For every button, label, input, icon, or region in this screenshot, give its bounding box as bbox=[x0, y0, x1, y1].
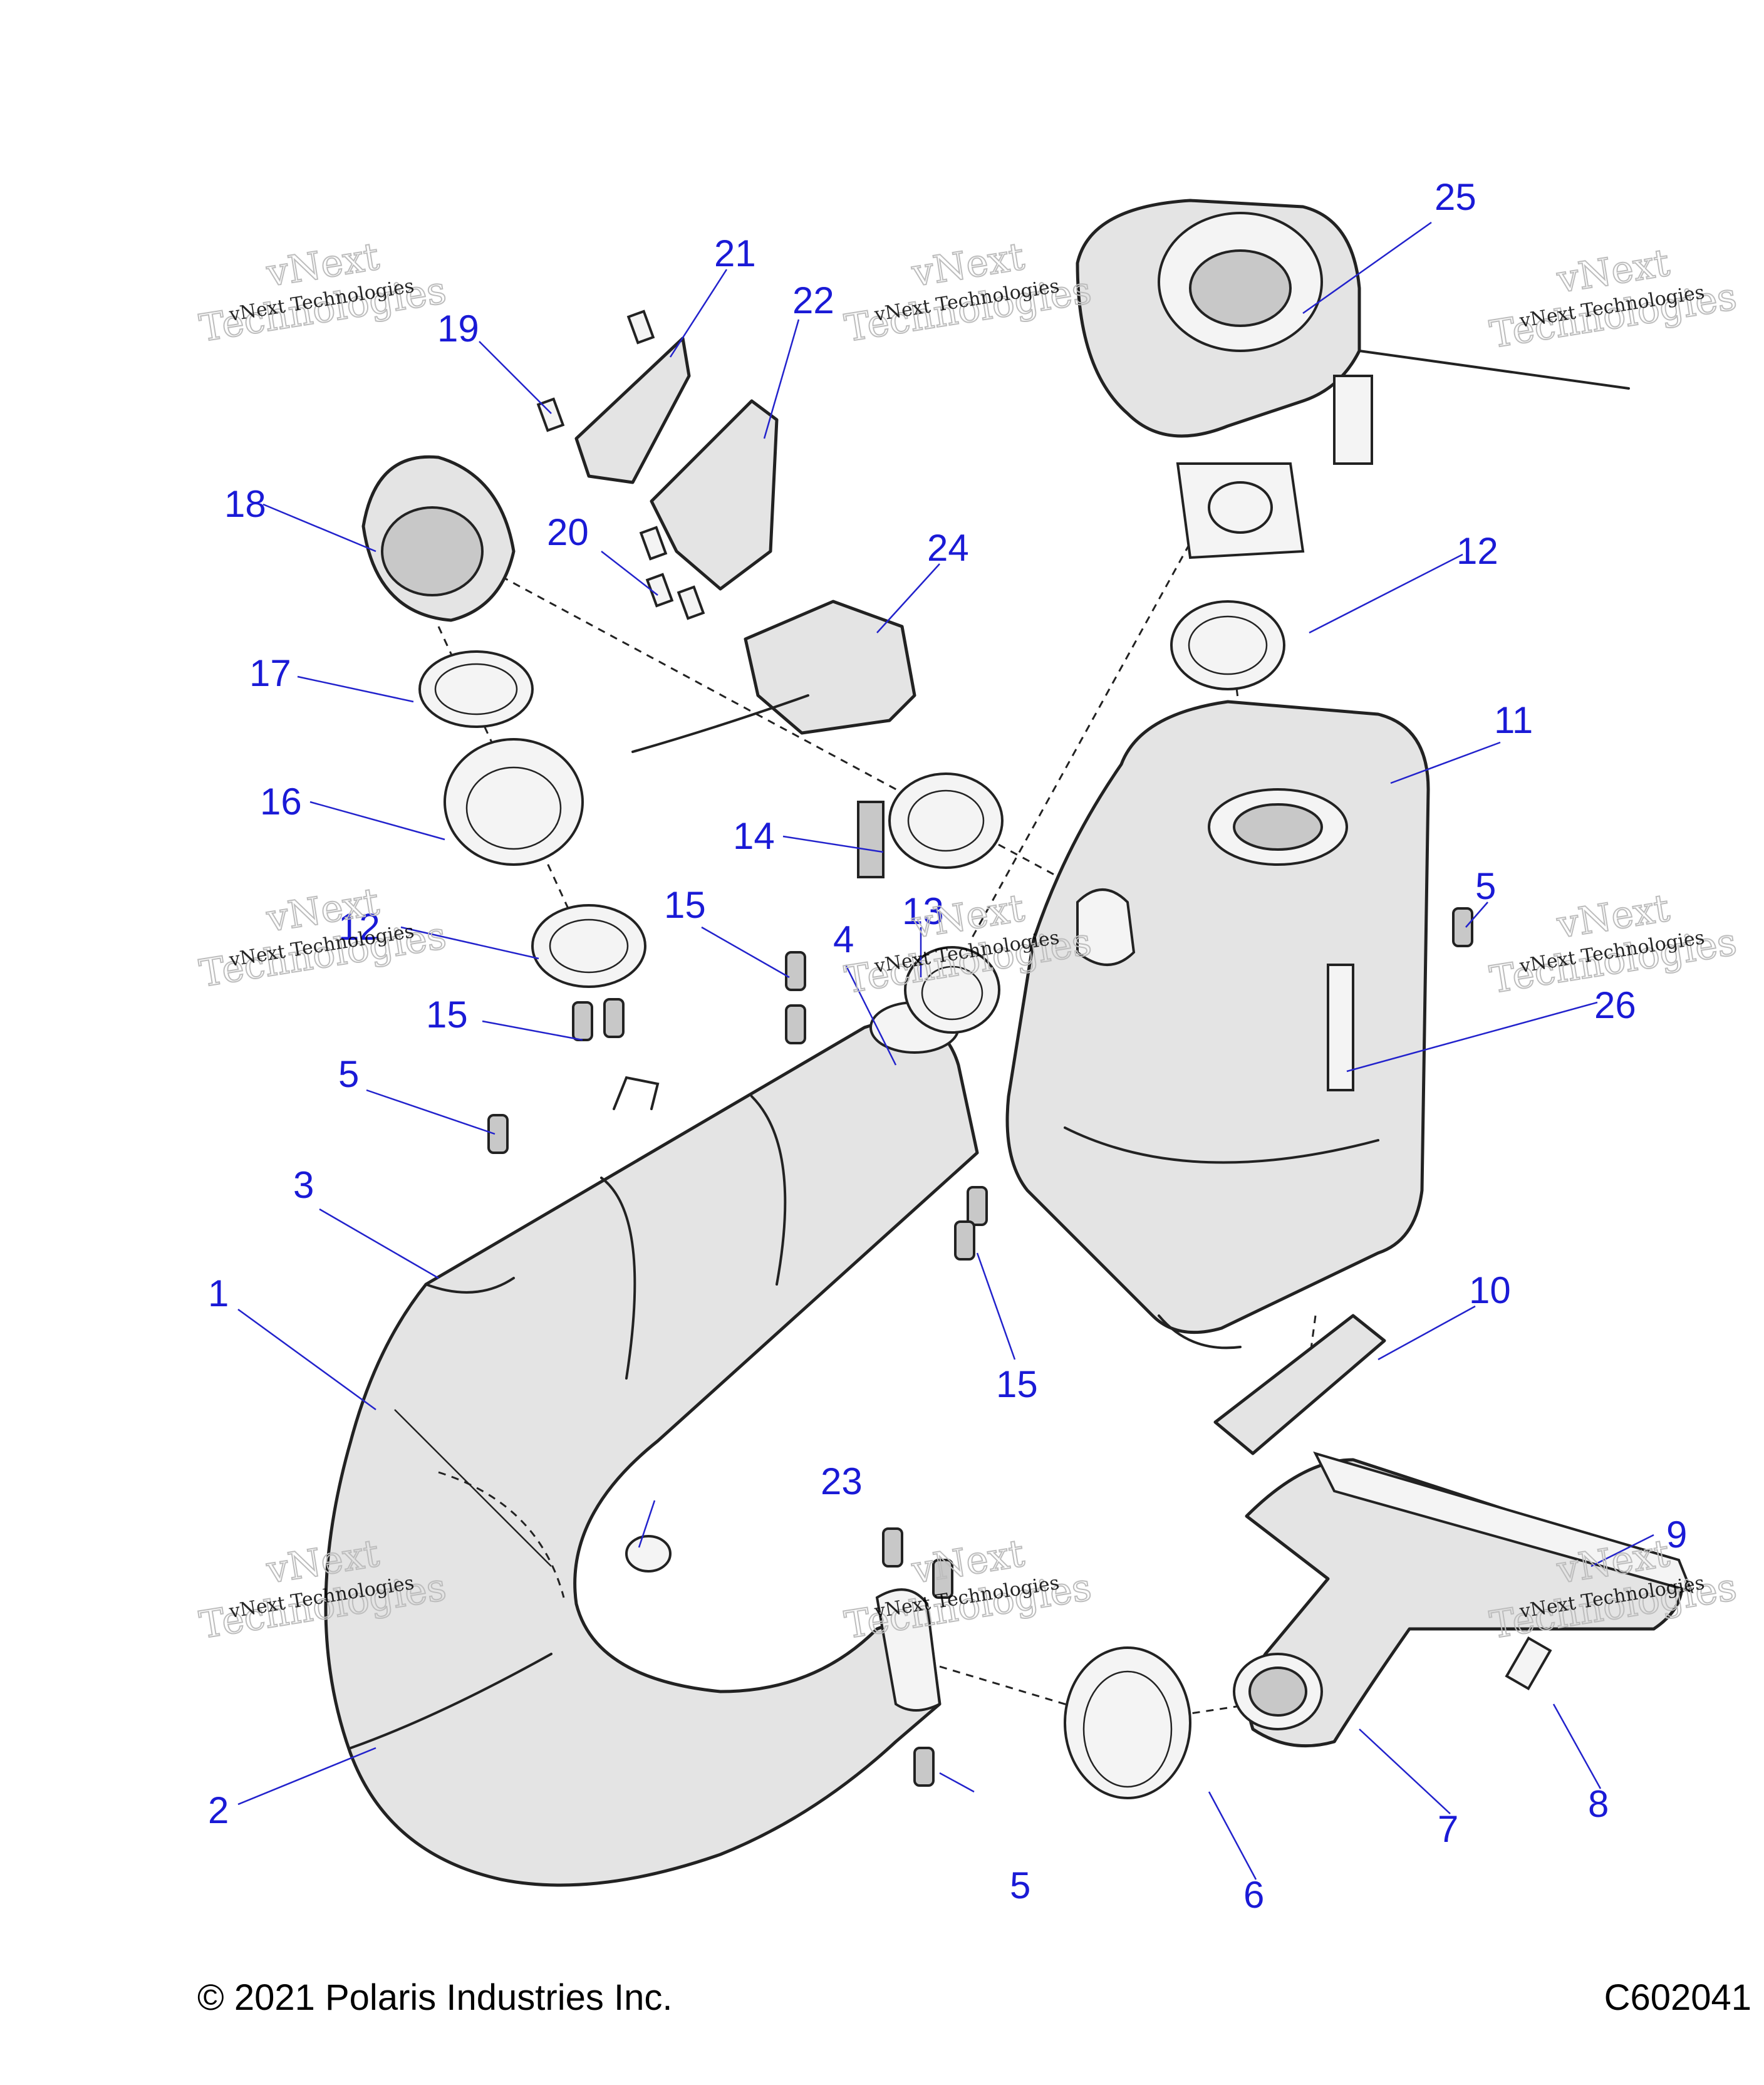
callout-25: 25 bbox=[1435, 176, 1476, 218]
callout-11: 11 bbox=[1494, 699, 1533, 741]
callout-18: 18 bbox=[224, 483, 266, 525]
callout-17: 17 bbox=[249, 652, 291, 694]
copyright-text: © 2021 Polaris Industries Inc. bbox=[197, 1977, 673, 2018]
exhaust-pipe bbox=[324, 1001, 979, 1887]
turbocharger bbox=[1076, 199, 1630, 559]
callout-12-upper: 12 bbox=[1456, 530, 1498, 572]
callout-15-mid: 15 bbox=[996, 1363, 1038, 1405]
inlet-18 bbox=[361, 455, 516, 622]
callout-7: 7 bbox=[1438, 1808, 1458, 1850]
callout-2: 2 bbox=[208, 1789, 229, 1831]
callout-22: 22 bbox=[792, 279, 834, 321]
callout-23: 23 bbox=[821, 1460, 863, 1502]
coupler-16 bbox=[444, 738, 584, 866]
callout-15-top: 15 bbox=[664, 884, 706, 926]
exhaust-manifold bbox=[1233, 1451, 1694, 1748]
callout-15-left: 15 bbox=[426, 994, 468, 1036]
callout-20: 20 bbox=[547, 511, 589, 553]
clamp-14 bbox=[857, 772, 1004, 878]
callout-26: 26 bbox=[1594, 984, 1636, 1026]
callout-1: 1 bbox=[208, 1272, 229, 1314]
callout-19: 19 bbox=[437, 308, 479, 350]
callout-6: 6 bbox=[1243, 1874, 1264, 1916]
callout-16: 16 bbox=[260, 781, 302, 823]
callout-4: 4 bbox=[833, 918, 854, 960]
callout-labels: 1 2 3 4 5 5 5 6 7 8 9 10 11 12 12 13 14 … bbox=[208, 176, 1687, 1916]
bracket-22 bbox=[650, 399, 779, 591]
bracket-21 bbox=[574, 336, 691, 484]
callout-21: 21 bbox=[714, 232, 756, 274]
callout-3: 3 bbox=[293, 1164, 314, 1206]
heat-shield-10 bbox=[1213, 1314, 1386, 1455]
callout-5-right: 5 bbox=[1475, 865, 1496, 907]
callout-8: 8 bbox=[1588, 1783, 1609, 1825]
plug-23 bbox=[625, 1535, 672, 1573]
callout-5-left: 5 bbox=[338, 1053, 359, 1095]
bolts-19-20 bbox=[536, 309, 705, 620]
ring-17 bbox=[418, 650, 534, 728]
diagram-code: C602041 bbox=[1604, 1977, 1751, 2018]
callout-24: 24 bbox=[927, 527, 969, 569]
ring-13 bbox=[904, 946, 1000, 1034]
callout-13: 13 bbox=[902, 890, 944, 932]
leader-lines bbox=[237, 221, 1654, 1880]
callout-9: 9 bbox=[1666, 1514, 1687, 1556]
callout-5-bottom: 5 bbox=[1010, 1864, 1030, 1906]
actuator-24 bbox=[631, 600, 916, 753]
callout-12-lower: 12 bbox=[338, 906, 380, 948]
clamp-12-upper bbox=[1170, 600, 1285, 690]
ring-gasket-6 bbox=[1064, 1646, 1191, 1799]
springs bbox=[487, 907, 1473, 1787]
clamp-12-lower bbox=[531, 904, 646, 988]
callout-10: 10 bbox=[1469, 1269, 1511, 1311]
callout-14: 14 bbox=[733, 815, 775, 857]
muffler bbox=[1005, 700, 1430, 1349]
